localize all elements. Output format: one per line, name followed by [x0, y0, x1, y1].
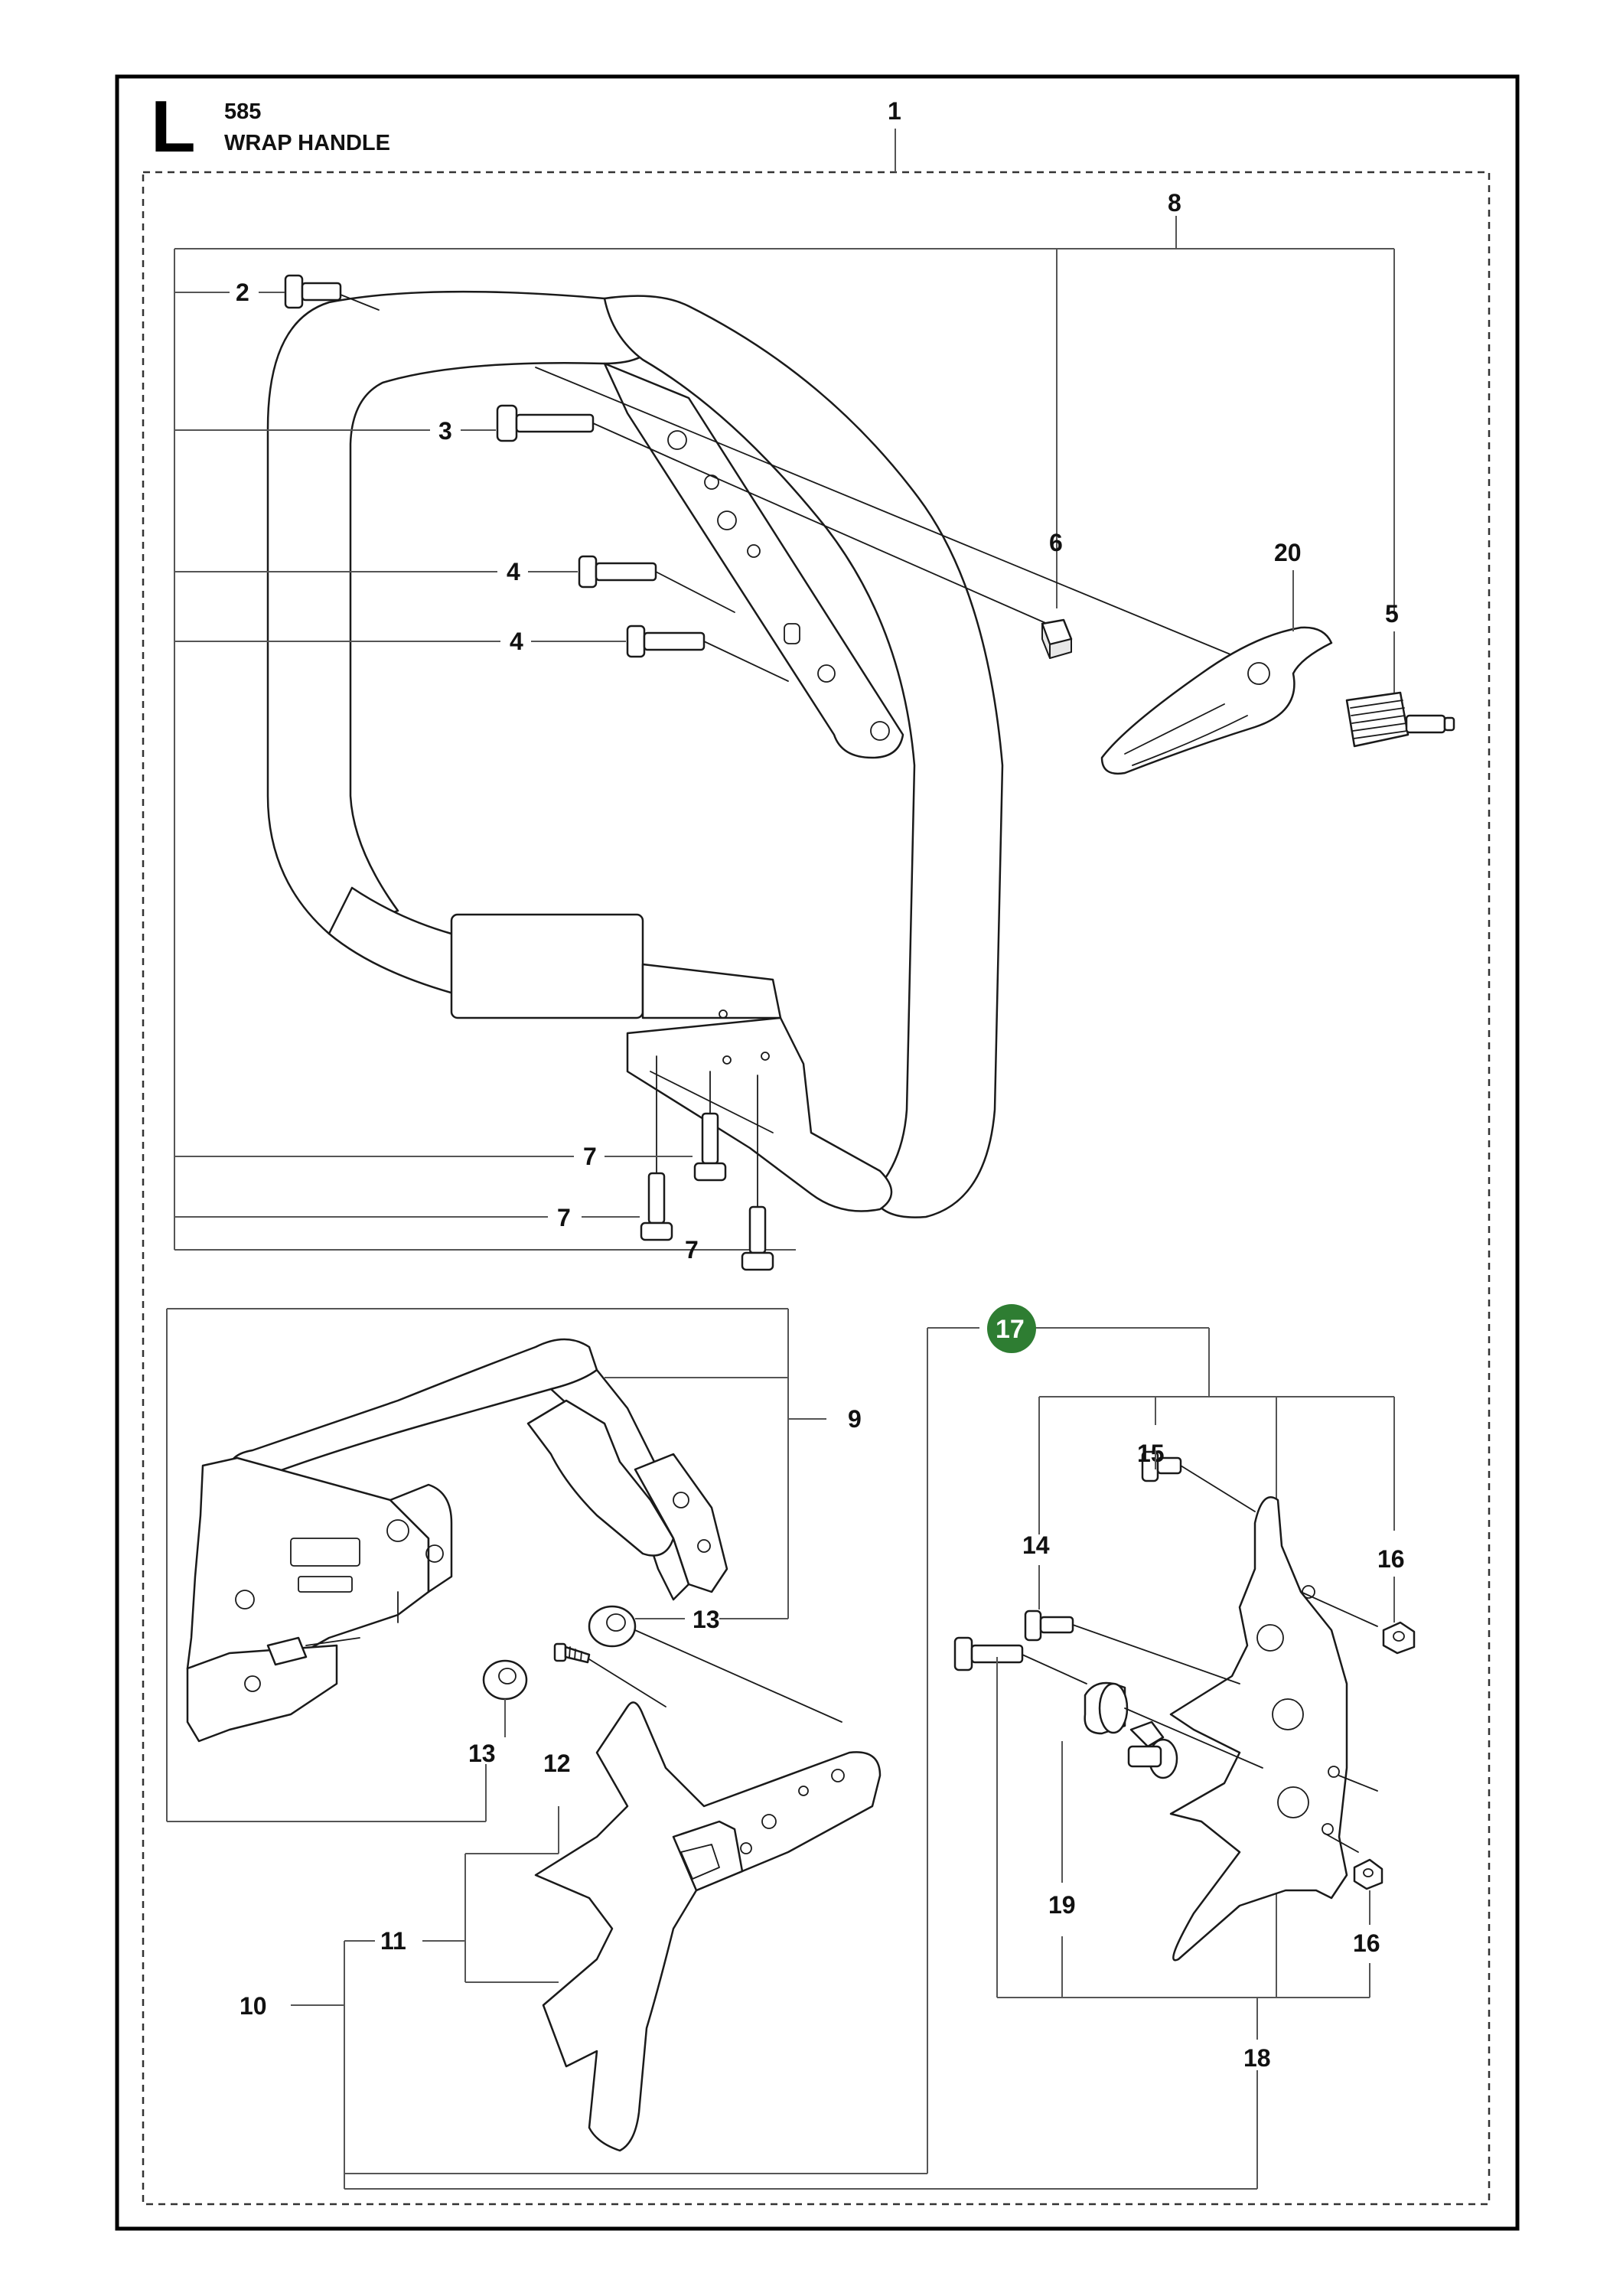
chain-brake-handle: [186, 1338, 728, 1743]
callout-16-lower: 16: [1353, 1929, 1380, 1957]
callout-4-upper: 4: [507, 558, 520, 585]
callout-12: 12: [543, 1750, 571, 1777]
nut-16-lower: [1353, 1858, 1383, 1890]
leader-group-8: [174, 216, 1395, 1251]
page-title: WRAP HANDLE: [224, 131, 390, 155]
callout-2: 2: [236, 279, 249, 306]
callout-4-lower: 4: [510, 628, 523, 655]
callout-15: 15: [1137, 1440, 1165, 1467]
callout-3: 3: [438, 417, 452, 445]
callout-8: 8: [1168, 189, 1181, 217]
screw-7-c: [741, 1075, 774, 1271]
screw-7-b: [640, 1055, 673, 1241]
leader-group-9: [166, 1308, 826, 1822]
spike-bumper-left: [534, 1701, 882, 2152]
screw-15: [1141, 1450, 1256, 1512]
callout-1: 1: [888, 97, 901, 125]
callout-9: 9: [848, 1405, 862, 1433]
screw-4-lower: [626, 625, 789, 682]
nut-16-upper: [1382, 1621, 1416, 1655]
page-number: 585: [224, 99, 261, 124]
callout-5: 5: [1385, 600, 1399, 628]
sleeve-19: [1084, 1681, 1263, 1769]
assembly-guide-line: [535, 367, 1240, 659]
spike-bumper-right: [1169, 1496, 1378, 1962]
bolt-with-flange: [1127, 1738, 1178, 1779]
screw-4-upper: [578, 555, 735, 613]
nut-13-lower: [482, 1659, 528, 1701]
nut-6: [1041, 618, 1073, 659]
callout-7-c: 7: [685, 1236, 699, 1264]
callout-18: 18: [1243, 2044, 1271, 2072]
callout-16-upper: 16: [1377, 1545, 1405, 1573]
section-letter: L: [151, 86, 196, 168]
svg-text:17: 17: [996, 1315, 1025, 1344]
screw-long: [953, 1636, 1087, 1684]
callout-7-a: 7: [583, 1143, 597, 1170]
callout-19: 19: [1048, 1891, 1076, 1919]
callout-10: 10: [240, 1992, 267, 2020]
callout-20: 20: [1274, 539, 1302, 566]
bracket-20: [1100, 626, 1333, 775]
callout-6: 6: [1049, 529, 1063, 556]
screw-7-a: [693, 1071, 727, 1182]
callout-7-b: 7: [557, 1204, 571, 1231]
screw-3: [496, 404, 674, 460]
screw-2: [284, 274, 380, 311]
screw-12: [553, 1642, 666, 1707]
leader-group-18: [996, 1657, 1370, 2189]
assembly-guide-line-2: [673, 458, 1057, 628]
leader-group-10-11-12: [291, 1328, 1257, 2190]
outer-frame: [115, 74, 1520, 2231]
callout-13-left: 13: [468, 1740, 496, 1767]
highlight-badge-17: 17: [987, 1304, 1036, 1353]
callout-13-right: 13: [693, 1606, 720, 1633]
callout-11: 11: [380, 1927, 406, 1955]
callout-14: 14: [1022, 1531, 1050, 1559]
screw-14: [1024, 1609, 1240, 1684]
nut-13-upper: [588, 1605, 842, 1723]
spring-5: [1345, 691, 1455, 748]
